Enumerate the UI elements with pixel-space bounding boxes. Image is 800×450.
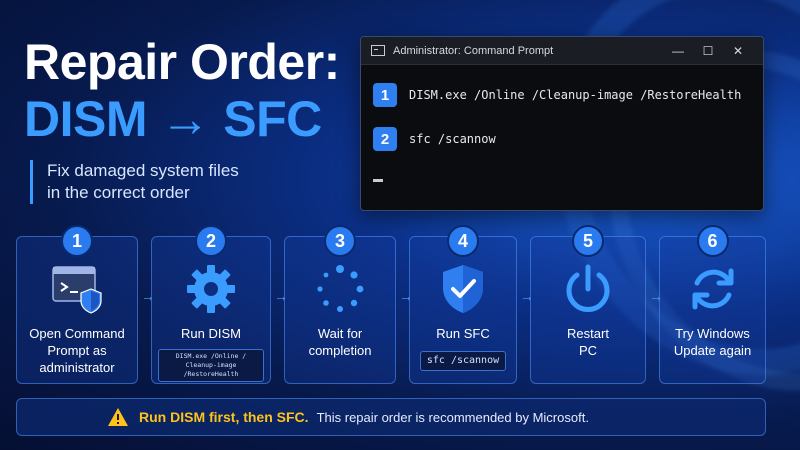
command-number-badge: 1 (373, 83, 397, 107)
step-label-line: Wait for (317, 326, 363, 341)
step-label-line: Run DISM (181, 326, 241, 341)
step-label-line: Try Windows (675, 326, 750, 341)
step-number-badge: 6 (696, 225, 729, 257)
step-label-line: completion (308, 343, 372, 358)
warning-banner: Run DISM first, then SFC. This repair or… (16, 398, 766, 436)
shield-check-icon (443, 265, 483, 313)
sfc-command-chip: sfc /scannow (420, 351, 506, 371)
command-text: sfc /scannow (409, 132, 496, 146)
step-label-line: Prompt as (47, 343, 107, 358)
code-line: DISM.exe /Online / (175, 352, 247, 360)
step-label: Try Windows Update again (660, 325, 765, 359)
command-number-badge: 2 (373, 127, 397, 151)
step-number-badge: 3 (324, 225, 356, 257)
dism-command-chip: DISM.exe /Online / Cleanup-image /Restor… (158, 349, 264, 382)
step-label-line: Restart (567, 326, 609, 341)
text-cursor (373, 179, 383, 182)
step-label: Wait for completion (285, 325, 395, 359)
close-button[interactable]: ✕ (732, 43, 744, 58)
step-label: Run SFC (410, 325, 516, 342)
step-label: Open Command Prompt as administrator (17, 325, 137, 376)
step-card-4: 4 Run SFC sfc /scannow (409, 225, 517, 384)
code-line: Cleanup-image /RestoreHealth (183, 361, 239, 378)
command-prompt-titlebar[interactable]: Administrator: Command Prompt — ☐ ✕ (361, 37, 763, 65)
subtitle-line-2: in the correct order (47, 183, 190, 202)
step-label-line: Update again (673, 343, 752, 358)
terminal-icon (371, 45, 385, 56)
step-number-badge: 2 (195, 225, 227, 257)
loading-spinner-icon (317, 265, 364, 312)
maximize-button[interactable]: ☐ (702, 43, 714, 58)
page-title: Repair Order: DISM → SFC (24, 34, 340, 148)
step-label: Run DISM (152, 325, 270, 342)
warning-icon (108, 408, 128, 426)
minimize-button[interactable]: — (672, 43, 684, 58)
step-label: Restart PC (531, 325, 645, 359)
banner-text: This repair order is recommended by Micr… (316, 409, 589, 425)
command-line-2: 2 sfc /scannow (373, 127, 496, 151)
power-icon (566, 264, 610, 312)
step-card-3: 3 Wait for completion (284, 225, 396, 384)
command-line-1: 1 DISM.exe /Online /Cleanup-image /Resto… (373, 83, 741, 107)
admin-terminal-shield-icon (52, 266, 102, 314)
code-line: sfc /scannow (426, 355, 500, 366)
step-card-6: 6 Try Windows Update again (659, 225, 766, 384)
step-label-line: Run SFC (436, 326, 490, 341)
step-number-badge: 5 (572, 225, 604, 257)
banner-emphasis: Run DISM first, then SFC. (139, 409, 309, 425)
command-prompt-window[interactable]: Administrator: Command Prompt — ☐ ✕ 1 DI… (360, 36, 764, 211)
step-card-2: 2 Run DISM DISM.exe /Online / Cleanup-im… (151, 225, 271, 384)
step-label-line: PC (578, 343, 598, 358)
title-line-2: DISM → SFC (24, 91, 322, 147)
step-number-badge: 4 (447, 225, 479, 257)
title-line-1: Repair Order: (24, 34, 340, 90)
steps-row: 1 Open Command Prompt as administrator →… (16, 225, 766, 384)
subtitle: Fix damaged system files in the correct … (30, 160, 330, 204)
step-label-line: Open Command (29, 326, 125, 341)
step-card-5: 5 Restart PC (530, 225, 646, 384)
step-card-1: 1 Open Command Prompt as administrator (16, 225, 138, 384)
step-label-line: administrator (39, 360, 115, 375)
refresh-icon (692, 268, 733, 310)
command-text: DISM.exe /Online /Cleanup-image /Restore… (409, 88, 742, 102)
window-title: Administrator: Command Prompt (393, 44, 554, 57)
subtitle-line-1: Fix damaged system files (47, 161, 239, 180)
step-number-badge: 1 (61, 225, 93, 257)
gear-icon (187, 265, 235, 313)
